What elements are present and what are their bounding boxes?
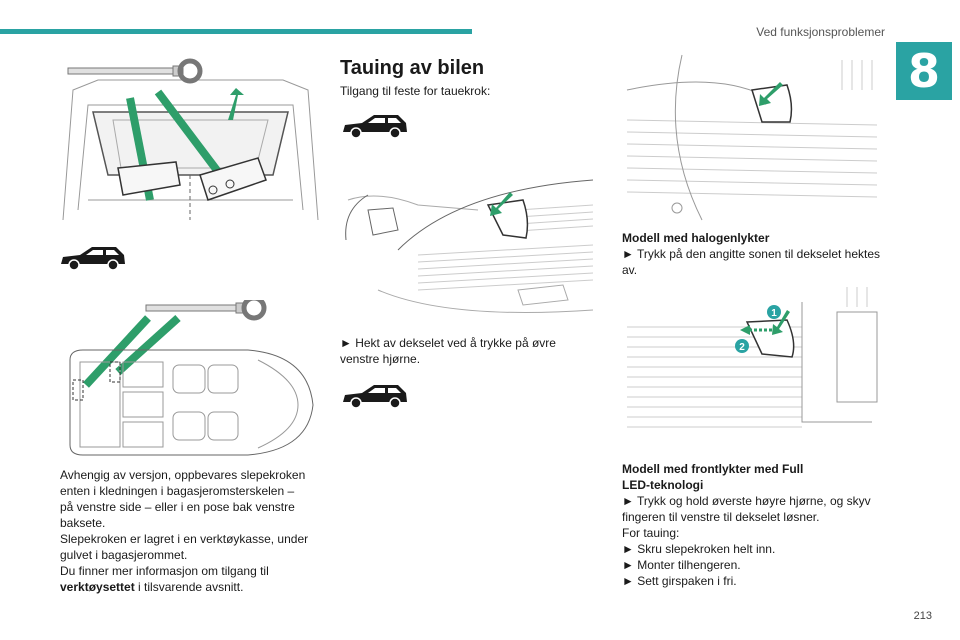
bumper-cover-illustration [345, 179, 594, 313]
trunk-illustration [62, 58, 319, 221]
section-title: Ved funksjonsproblemer [756, 25, 885, 39]
intro-text: Tilgang til feste for tauekrok: [340, 84, 491, 98]
page-number: 213 [913, 610, 932, 622]
page-title: Tauing av bilen [340, 57, 485, 79]
left-body-text: Avhengig av versjon, oppbevares slepekro… [60, 468, 309, 594]
step1-text: ► Hekt av dekselet ved å trykke på øvre … [340, 336, 556, 366]
car-topview-illustration [69, 300, 314, 456]
halogen-caption: Modell med halogenlykter [622, 231, 770, 245]
chapter-badge: 8 [896, 42, 952, 100]
halogen-grille-illustration [626, 54, 878, 221]
tow-hook-icon [145, 300, 267, 321]
halogen-section: Modell med halogenlykter ► Trykk på den … [622, 230, 897, 278]
marker-2: 2 [739, 342, 745, 353]
marker-1: 1 [771, 308, 777, 319]
header-accent-bar [0, 29, 472, 34]
led-section: Modell med frontlykter med Full LED-tekn… [622, 461, 897, 589]
tow-hook-icon [67, 58, 203, 84]
led-caption-line2: LED-teknologi [622, 478, 704, 492]
led-grille-illustration: 1 2 [627, 287, 878, 428]
toolkit-link-text: verktøysettet [60, 580, 135, 594]
suv-side-icon [61, 247, 125, 271]
suv-side-icon [343, 115, 407, 139]
led-caption-line1: Modell med frontlykter med Full [622, 462, 804, 476]
suv-side-icon [343, 385, 407, 409]
